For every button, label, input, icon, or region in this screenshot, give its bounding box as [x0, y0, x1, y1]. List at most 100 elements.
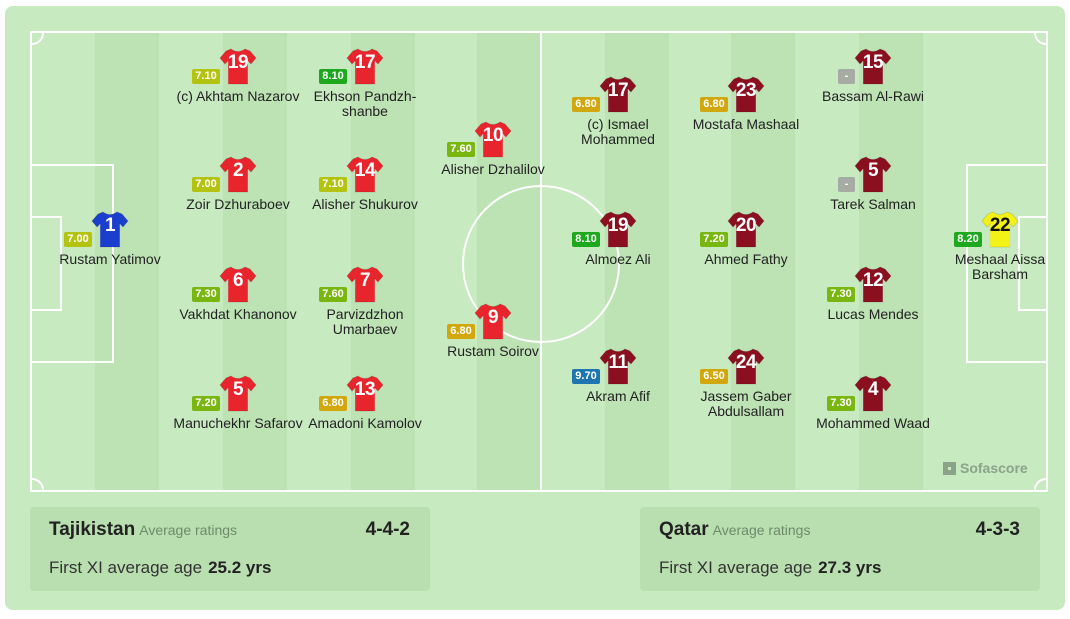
jersey-icon: 13	[346, 374, 384, 412]
jersey-icon: 17	[346, 47, 384, 85]
player-name: Jassem Gaber Abdulsallam	[700, 388, 792, 419]
home-age-value: 25.2 yrs	[208, 558, 272, 577]
jersey-number: 10	[482, 125, 504, 146]
jersey-icon: 1	[91, 210, 129, 248]
jersey-icon: 20	[727, 210, 765, 248]
jersey-icon: 4	[854, 374, 892, 412]
player-rating-badge: 9.70	[572, 369, 600, 384]
jersey-icon: 24	[727, 347, 765, 385]
jersey-number: 19	[607, 215, 629, 236]
jersey-icon: 7	[346, 265, 384, 303]
jersey-number: 20	[735, 215, 757, 236]
player-rating-badge: 7.20	[192, 396, 220, 411]
away-avg-label: Average ratings	[712, 522, 811, 538]
player-name: Vakhdat Khanonov	[179, 306, 297, 322]
player-name: Ahmed Fathy	[704, 251, 788, 267]
jersey-number: 24	[735, 352, 757, 373]
player-rating-badge: -	[838, 69, 855, 84]
away-age-label: First XI average age	[659, 558, 813, 577]
player-name: Alisher Shukurov	[312, 196, 418, 212]
brand-name: Sofascore	[960, 460, 1028, 476]
jersey-icon: 23	[727, 75, 765, 113]
player-rating-badge: 7.00	[192, 177, 220, 192]
player-rating-badge: 7.10	[192, 69, 220, 84]
jersey-number: 23	[735, 80, 757, 101]
jersey-icon: 5	[219, 374, 257, 412]
sofascore-logo-icon	[943, 461, 956, 475]
jersey-number: 17	[607, 80, 629, 101]
jersey-icon: 10	[474, 120, 512, 158]
player-rating-badge: 6.80	[447, 324, 475, 339]
player-name: Alisher Dzhalilov	[441, 161, 545, 177]
player-name: Tarek Salman	[830, 196, 916, 212]
sofascore-brand[interactable]: Sofascore	[943, 460, 1028, 476]
player-name: Manuchekhr Safarov	[173, 415, 303, 431]
player-name: (c) Akhtam Nazarov	[176, 88, 300, 104]
player-rating-badge: 8.10	[572, 232, 600, 247]
player-name: Meshaal Aissa Barsham	[954, 251, 1046, 282]
home-avg-label: Average ratings	[139, 522, 238, 538]
player-name: Mostafa Mashaal	[692, 116, 800, 132]
player-rating-badge: 7.30	[827, 287, 855, 302]
jersey-number: 11	[608, 352, 628, 373]
jersey-number: 9	[487, 307, 499, 328]
home-formation: 4-4-2	[365, 519, 410, 540]
player-rating-badge: 7.30	[192, 287, 220, 302]
player-name: Lucas Mendes	[827, 306, 919, 322]
player-name: Rustam Yatimov	[59, 251, 161, 267]
player-rating-badge: 6.80	[572, 97, 600, 112]
jersey-icon: 9	[474, 302, 512, 340]
jersey-icon: 14	[346, 155, 384, 193]
jersey-number: 15	[862, 52, 884, 73]
player-rating-badge: 7.60	[447, 142, 475, 157]
player-rating-badge: 7.10	[319, 177, 347, 192]
player-rating-badge: 7.30	[827, 396, 855, 411]
player-name: Zoir Dzhuraboev	[186, 196, 290, 212]
player-rating-badge: 6.80	[700, 97, 728, 112]
jersey-number: 17	[354, 52, 376, 73]
player-rating-badge: 8.20	[954, 232, 982, 247]
player-rating-badge: 7.20	[700, 232, 728, 247]
jersey-number: 2	[232, 160, 244, 181]
jersey-icon: 19	[599, 210, 637, 248]
jersey-icon: 22	[981, 210, 1019, 248]
player-rating-badge: 6.50	[700, 369, 728, 384]
player-rating-badge: -	[838, 177, 855, 192]
jersey-number: 13	[354, 379, 376, 400]
jersey-number: 12	[862, 270, 884, 291]
player-name: Rustam Soirov	[447, 343, 539, 359]
jersey-icon: 2	[219, 155, 257, 193]
player-name: Akram Afif	[586, 388, 650, 404]
player-rating-badge: 7.00	[64, 232, 92, 247]
away-age-value: 27.3 yrs	[818, 558, 882, 577]
football-pitch	[30, 31, 1048, 492]
player-rating-badge: 8.10	[319, 69, 347, 84]
player-rating-badge: 6.80	[319, 396, 347, 411]
jersey-number: 14	[354, 160, 376, 181]
player-name: Ekhson Pandzh-shanbe	[313, 88, 417, 119]
jersey-icon: 17	[599, 75, 637, 113]
jersey-number: 7	[359, 270, 371, 291]
jersey-number: 19	[227, 52, 249, 73]
jersey-icon: 19	[219, 47, 257, 85]
jersey-icon: 15	[854, 47, 892, 85]
jersey-icon: 11	[599, 347, 637, 385]
home-team-name[interactable]: Tajikistan	[49, 519, 136, 540]
player-name: (c) Ismael Mohammed	[581, 116, 655, 147]
player-name: Almoez Ali	[585, 251, 651, 267]
jersey-number: 6	[232, 270, 244, 291]
player-name: Amadoni Kamolov	[308, 415, 422, 431]
player-rating-badge: 7.60	[319, 287, 347, 302]
jersey-number: 1	[104, 215, 116, 236]
jersey-icon: 12	[854, 265, 892, 303]
jersey-icon: 5	[854, 155, 892, 193]
jersey-number: 5	[232, 379, 244, 400]
jersey-number: 4	[867, 379, 879, 400]
home-age-label: First XI average age	[49, 558, 203, 577]
away-team-name[interactable]: Qatar	[659, 519, 709, 540]
jersey-number: 22	[989, 215, 1011, 236]
player-name: Parvizdzhon Umarbaev	[326, 306, 404, 337]
